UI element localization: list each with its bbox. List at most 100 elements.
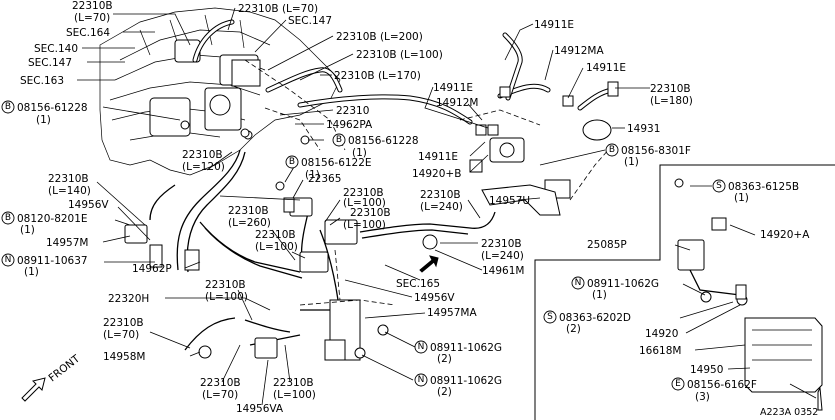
component-shapes [124,59,619,361]
label-08363-6125b-qty: (1) [734,192,749,204]
screw-08363-6202d: S 08363-6202D (2) [543,310,631,335]
direction-arrow [419,255,439,273]
label-22310b-l100-c3-len: (L=100) [255,241,298,253]
label-22310b-l70-b-len: (L=70) [103,329,139,341]
label-sec147-top: SEC.147 [288,15,332,27]
screw-badge: S [543,310,557,324]
label-22310b-l170: 22310B (L=170) [334,70,421,82]
label-08911-10637: 08911-10637 [17,255,88,267]
label-22310: 22310 [336,105,369,117]
label-22310b-l240-a-len: (L=240) [420,201,463,213]
bolt-badge: B [1,100,15,114]
svg-text:N: N [418,342,425,352]
label-22310b-l200: 22310B (L=200) [336,31,423,43]
svg-text:B: B [5,213,11,223]
label-22310b-l180: 22310B [650,83,691,95]
front-arrow: FRONT [21,352,83,402]
label-22310b-l140: 22310B [48,173,89,185]
label-14957ma: 14957MA [427,307,477,319]
label-14956v-center: 14956V [414,292,455,304]
nut-08911-1062g-b: N 08911-1062G (2) [414,373,502,398]
svg-text:B: B [336,135,342,145]
label-08911-1062g-b: 08911-1062G [430,375,502,387]
bolt-08156-61228-center: B 08156-61228 (1) [332,133,419,159]
bolt-badge: B [285,155,299,169]
nut-08911-10637: N 08911-10637 (1) [1,253,88,278]
label-14931: 14931 [627,123,660,135]
hose-lines [149,19,615,351]
svg-text:E: E [675,379,681,389]
label-22310b-l240-b-len: (L=240) [481,250,524,262]
canister-inset [534,164,835,420]
label-14962pa: 14962PA [326,119,373,131]
svg-text:N: N [575,278,582,288]
label-22320h: 22320H [108,293,149,305]
screw-08363-6125b: S 08363-6125B (1) [712,179,799,204]
bolt-08156-8301f: B 08156-8301F (1) [605,143,691,168]
label-22310b-l100-c5-len: (L=100) [273,389,316,401]
label-14962p: 14962P [132,263,172,275]
label-22310b-l100-c2-len: (L=100) [343,219,386,231]
label-08911-1062g-b-qty: (2) [437,386,452,398]
label-22310b-l120-len: (L=120) [182,161,225,173]
bolt-08156-61228-left: B 08156-61228 (1) [1,100,88,126]
label-08156-61228-left-qty: (1) [36,114,51,126]
label-08156-6162f-qty: (3) [695,391,710,403]
label-sec163: SEC.163 [20,75,64,87]
bolt-badge: B [605,143,619,157]
label-08156-61228-center: 08156-61228 [348,135,419,147]
label-08156-6122e-qty: (1) [305,169,320,181]
nut-08911-1062g-a: N 08911-1062G (2) [414,340,502,365]
label-08156-8301f-qty: (1) [624,156,639,168]
label-sec140: SEC.140 [34,43,78,55]
svg-text:B: B [609,145,615,155]
label-22310b-l70-c: 22310B [200,377,241,389]
label-08156-61228-left: 08156-61228 [17,102,88,114]
label-22310b-l180-len: (L=180) [650,95,693,107]
label-sec147-left: SEC.147 [28,57,72,69]
svg-text:S: S [716,181,722,191]
label-22310b-l70-a-len: (L=70) [74,12,110,24]
label-22310b-l100-c5: 22310B [273,377,314,389]
label-22310b-l100-c4: 22310B [205,279,246,291]
bolt-badge: B [332,133,346,147]
label-14956va: 14956VA [236,403,284,415]
label-14912ma: 14912MA [554,45,604,57]
label-14956v-left: 14956V [68,199,109,211]
label-22310b-l100-c2: 22310B [350,207,391,219]
label-08911-1062g-r-qty: (1) [592,289,607,301]
label-08911-10637-qty: (1) [24,266,39,278]
label-22310b-l70-b: 22310B [103,317,144,329]
label-16618m: 16618M [639,345,681,357]
label-22310b-l240-a: 22310B [420,189,461,201]
label-08120-8201e-qty: (1) [20,224,35,236]
nut-badge: N [414,373,428,387]
label-22365: 22365 [308,173,341,185]
valve-14931 [582,119,612,141]
nut-badge: N [414,340,428,354]
screw-badge: S [712,179,726,193]
label-08156-61228-center-qty: (1) [352,147,367,159]
e-badge: E [671,377,685,391]
label-08363-6202d: 08363-6202D [559,312,631,324]
label-22310b-l240-b: 22310B [481,238,522,250]
diagram-code: A223A 0352 [760,407,818,418]
label-14920b: 14920+B [412,168,461,180]
label-22310b-l120: 22310B [182,149,223,161]
svg-text:N: N [418,375,425,385]
label-14911e-lower: 14911E [418,151,458,163]
label-22310b-l100-c3: 22310B [255,229,296,241]
nut-badge: N [1,253,15,267]
label-14911e-top: 14911E [534,19,574,31]
bolt-08156-6122e: B 08156-6122E (1) [285,155,372,181]
bolt-badge: B [1,211,15,225]
label-22310b-l100-c4-len: (L=100) [205,291,248,303]
bolt-08120-8201e: B 08120-8201E (1) [1,211,88,236]
leader-lines [77,7,817,406]
label-25085p: 25085P [587,239,627,251]
label-08156-6122e: 08156-6122E [301,157,372,169]
nut-08911-1062g-r: N 08911-1062G (1) [571,276,659,301]
e-08156-6162f: E 08156-6162F (3) [671,377,757,403]
svg-text:N: N [5,255,12,265]
